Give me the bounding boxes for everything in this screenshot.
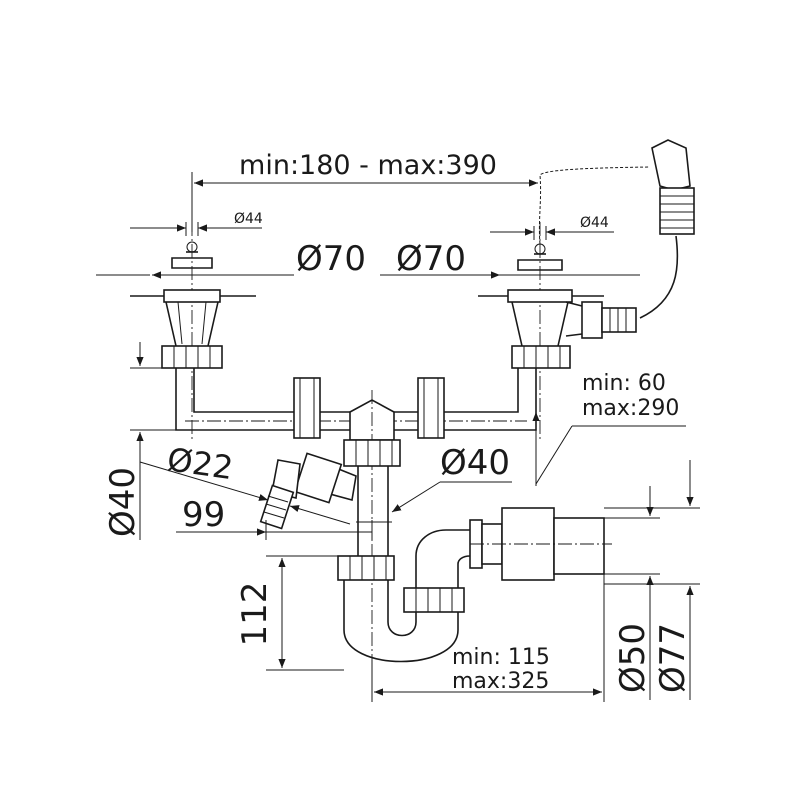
label-side-pipe: Ø40: [103, 467, 143, 537]
side-outlet: [259, 452, 357, 530]
dim-bowl-right: Ø70: [380, 239, 640, 279]
dim-trap-outlet: Ø40: [356, 443, 512, 523]
label-bowl-left: Ø70: [296, 239, 366, 279]
label-connector-inner: Ø50: [613, 623, 653, 693]
label-offset: 99: [182, 495, 225, 535]
label-bowl-right: Ø70: [396, 239, 466, 279]
label-riser-max: max:290: [582, 396, 679, 421]
dim-connector-inner: Ø50: [604, 486, 660, 700]
right-strainer: [478, 222, 604, 440]
label-trap-outlet: Ø40: [440, 443, 510, 483]
label-reach-min: min: 115: [452, 645, 550, 670]
label-reach-max: max:325: [452, 669, 549, 694]
label-strainer-right: Ø44: [580, 215, 609, 231]
dim-strainer-left: Ø44: [130, 211, 263, 236]
dim-riser: min: 60 max:290: [532, 371, 686, 486]
label-strainer-left: Ø44: [234, 211, 263, 227]
dim-strainer-right: Ø44: [490, 215, 614, 240]
dim-reach: min: 115 max:325: [371, 574, 605, 702]
dim-offset: 99: [176, 495, 373, 540]
label-sink-spacing: min:180 - max:390: [239, 150, 497, 181]
left-strainer: [130, 222, 256, 440]
dim-bowl-left: Ø70: [96, 239, 366, 279]
dim-side-outlet: Ø22: [139, 440, 351, 525]
overflow-assembly: [538, 139, 695, 339]
label-trap-depth: 112: [235, 582, 275, 647]
dim-sink-spacing: min:180 - max:390: [191, 150, 538, 232]
dim-trap-depth: 112: [235, 555, 344, 671]
label-riser-min: min: 60: [582, 371, 666, 396]
trap-assembly: [337, 390, 612, 700]
dim-side-pipe: Ø40: [103, 342, 176, 540]
label-side-outlet: Ø22: [165, 440, 236, 487]
connecting-pipe: [175, 368, 537, 441]
label-connector-outer: Ø77: [653, 623, 693, 693]
dim-connector-outer: Ø77: [604, 460, 700, 700]
